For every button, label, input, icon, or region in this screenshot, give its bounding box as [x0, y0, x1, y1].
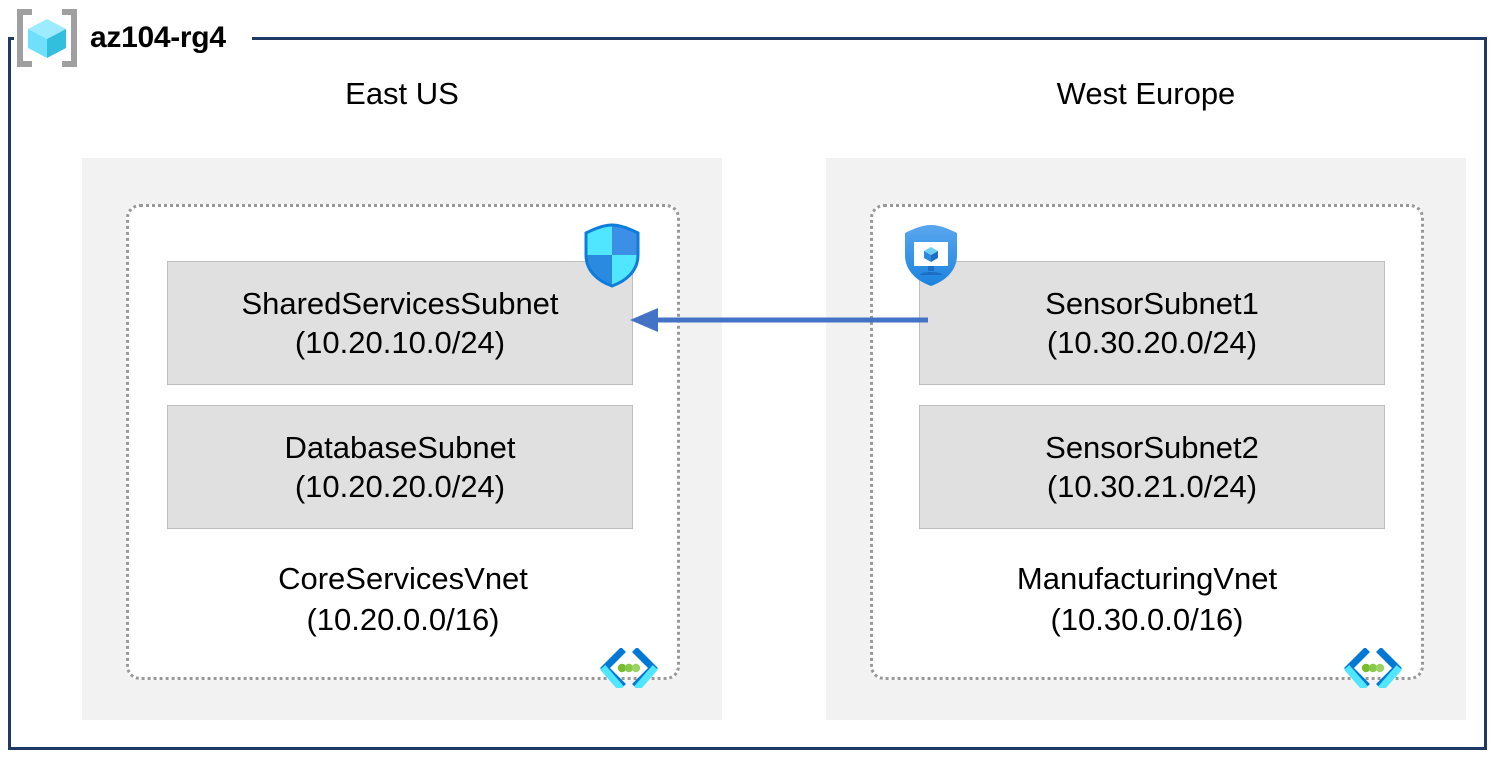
region-east-us: East US [82, 78, 722, 109]
subnet-cidr: (10.20.10.0/24) [294, 325, 506, 360]
vnet-name: ManufacturingVnet [1016, 561, 1278, 596]
network-security-group-shield-icon [581, 222, 643, 288]
subnet-sensor-2[interactable]: SensorSubnet2 (10.30.21.0/24) [919, 405, 1385, 529]
resource-group-header[interactable]: az104-rg4 [14, 6, 226, 70]
virtual-network-icon [1343, 647, 1403, 691]
vnet-manufacturing[interactable]: SensorSubnet1 (10.30.20.0/24) SensorSubn… [870, 204, 1424, 691]
defender-for-cloud-shield-monitor-icon [900, 222, 962, 288]
subnet-database[interactable]: DatabaseSubnet (10.20.20.0/24) [167, 405, 633, 529]
subnet-cidr: (10.20.20.0/24) [294, 469, 506, 504]
vnet-name: CoreServicesVnet [278, 561, 528, 596]
subnet-shared-services[interactable]: SharedServicesSubnet (10.20.10.0/24) [167, 261, 633, 385]
subnet-name: SharedServicesSubnet [241, 285, 559, 321]
resource-group-frame [8, 37, 1487, 750]
vnet-cidr: (10.20.0.0/16) [306, 602, 500, 637]
resource-group-cube-icon [14, 9, 80, 67]
resource-group-name: az104-rg4 [90, 21, 226, 54]
subnet-sensor-1[interactable]: SensorSubnet1 (10.30.20.0/24) [919, 261, 1385, 385]
virtual-network-icon [599, 647, 659, 691]
subnet-name: SensorSubnet2 [1045, 429, 1259, 465]
region-label-east-us: East US [345, 76, 459, 111]
subnet-name: SensorSubnet1 [1045, 285, 1259, 321]
region-label-west-europe: West Europe [1056, 76, 1236, 111]
subnet-cidr: (10.30.21.0/24) [1046, 469, 1258, 504]
vnet-peering-arrow [628, 300, 928, 340]
subnet-cidr: (10.30.20.0/24) [1046, 325, 1258, 360]
subnet-name: DatabaseSubnet [284, 429, 516, 465]
vnet-cidr: (10.30.0.0/16) [1050, 602, 1244, 637]
region-west-europe: West Europe [826, 78, 1466, 109]
vnet-core-services[interactable]: SharedServicesSubnet (10.20.10.0/24) Dat… [126, 204, 680, 691]
